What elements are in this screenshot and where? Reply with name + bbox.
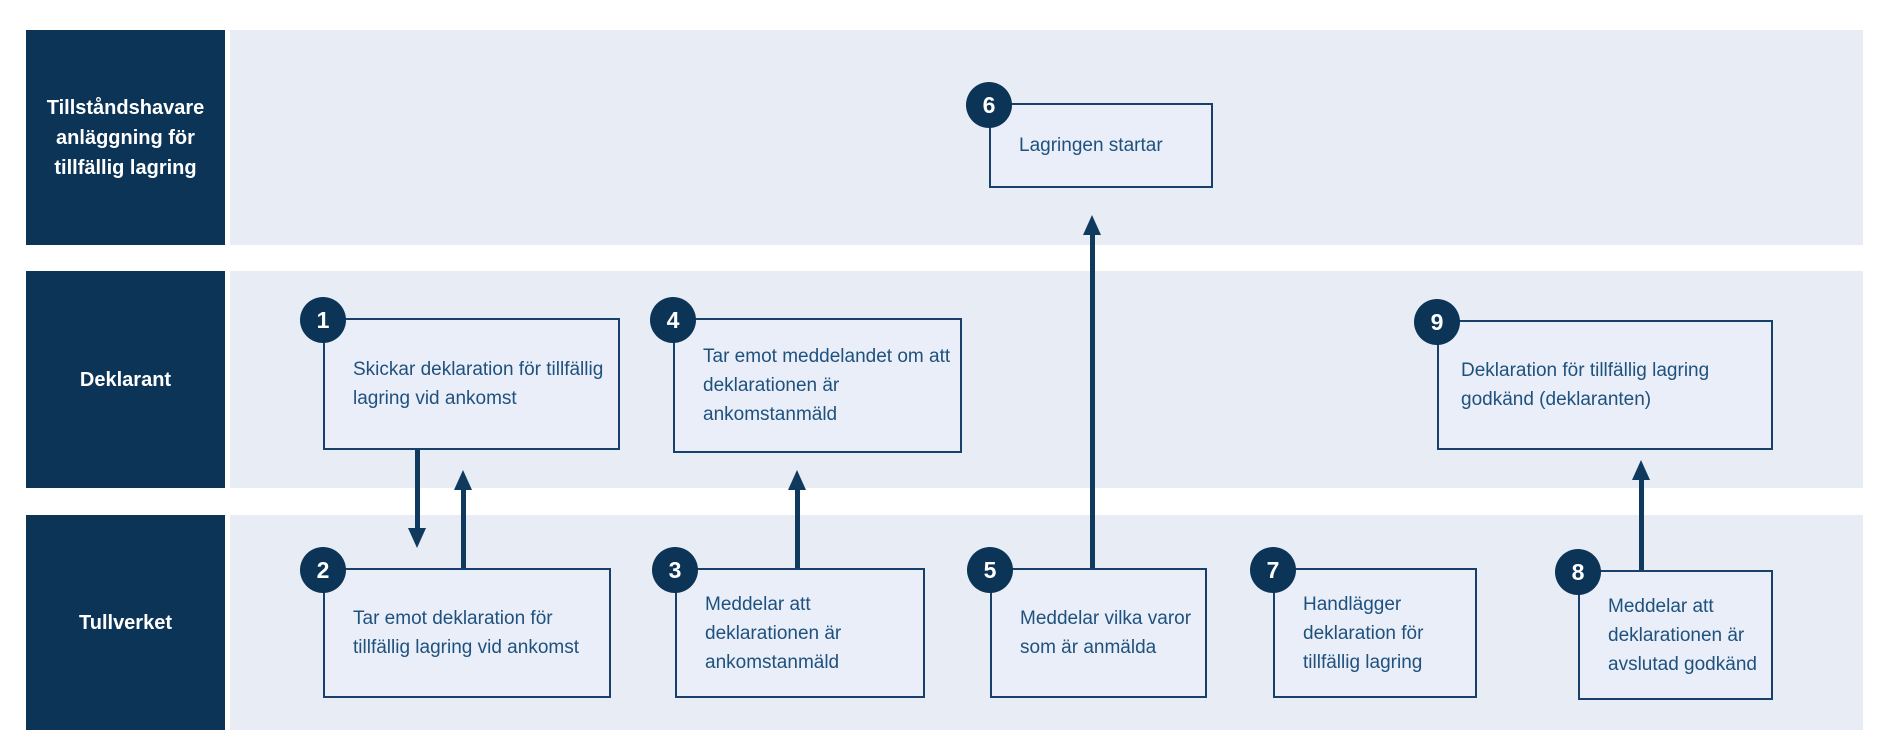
step-text: Deklaration för tillfällig lagring godkä… — [1461, 360, 1710, 410]
process-box-5: 5 Meddelar vilka varor som är anmälda — [967, 547, 1207, 698]
arrow-stem — [795, 486, 800, 568]
step-text: Meddelar att deklarationen är ankomstanm… — [705, 593, 842, 673]
process-box-2: 2 Tar emot deklaration för tillfällig la… — [300, 547, 611, 698]
step-text: Meddelar att deklarationen är avslutad g… — [1608, 595, 1757, 675]
arrow-stem — [1639, 476, 1644, 570]
process-box-6: 6 Lagringen startar — [966, 82, 1213, 188]
step-number-badge: 6 — [966, 82, 1012, 128]
process-box-7: 7 Handlägger deklaration för tillfällig … — [1250, 547, 1477, 698]
step-number: 4 — [666, 306, 680, 333]
step-number: 8 — [1571, 558, 1585, 585]
step-text: Handlägger deklaration för tillfällig la… — [1303, 593, 1424, 673]
lane-label-tillstandshavare: Tillståndshavare anläggning för tillfäll… — [26, 30, 225, 245]
lane-label-text: Tillståndshavare anläggning för tillfäll… — [46, 96, 205, 179]
step-number-badge: 2 — [300, 547, 346, 593]
step-number: 3 — [668, 556, 682, 583]
step-number: 1 — [316, 306, 330, 333]
lane-label-tullverket: Tullverket — [26, 515, 225, 730]
step-text: Lagringen startar — [1019, 135, 1163, 156]
step-number: 9 — [1430, 308, 1444, 335]
arrow-stem — [415, 450, 420, 532]
arrow-head-icon — [788, 470, 806, 490]
process-box-9: 9 Deklaration för tillfällig lagring god… — [1414, 299, 1773, 450]
step-number: 7 — [1266, 556, 1280, 583]
step-text: Tar emot meddelandet om att deklaratione… — [703, 346, 951, 425]
process-box-1: 1 Skickar deklaration för tillfällig lag… — [300, 297, 620, 450]
step-text: Tar emot deklaration för tillfällig lagr… — [353, 608, 579, 658]
lane-label-deklarant: Deklarant — [26, 271, 225, 488]
step-number: 6 — [982, 91, 996, 118]
arrow-head-icon — [1083, 215, 1101, 235]
arrow-head-icon — [408, 528, 426, 548]
arrow-5-to-6 — [1083, 215, 1101, 568]
step-text: Skickar deklaration för tillfällig lagri… — [353, 359, 604, 409]
arrow-head-icon — [454, 470, 472, 490]
step-text: Meddelar vilka varor som är anmälda — [1020, 608, 1192, 658]
step-number-badge: 3 — [652, 547, 698, 593]
arrow-stem — [1090, 231, 1095, 568]
lane-label-text: Deklarant — [79, 368, 172, 391]
step-number: 5 — [983, 556, 997, 583]
process-box-4: 4 Tar emot meddelandet om att deklaratio… — [650, 297, 962, 453]
arrow-1-to-2 — [408, 450, 426, 548]
arrow-stem — [461, 486, 466, 568]
lane-label-text: Tullverket — [79, 611, 172, 634]
step-number-badge: 8 — [1555, 549, 1601, 595]
process-box-8: 8 Meddelar att deklarationen är avslutad… — [1555, 549, 1773, 700]
arrow-head-icon — [1632, 460, 1650, 480]
step-number-badge: 4 — [650, 297, 696, 343]
step-number-badge: 5 — [967, 547, 1013, 593]
step-number-badge: 1 — [300, 297, 346, 343]
arrow-8-to-9 — [1632, 460, 1650, 570]
step-number: 2 — [316, 556, 330, 583]
arrow-3-to-4 — [788, 470, 806, 568]
arrow-2-to-1 — [454, 470, 472, 568]
step-number-badge: 7 — [1250, 547, 1296, 593]
step-number-badge: 9 — [1414, 299, 1460, 345]
process-box-3: 3 Meddelar att deklarationen är ankomsta… — [652, 547, 925, 698]
